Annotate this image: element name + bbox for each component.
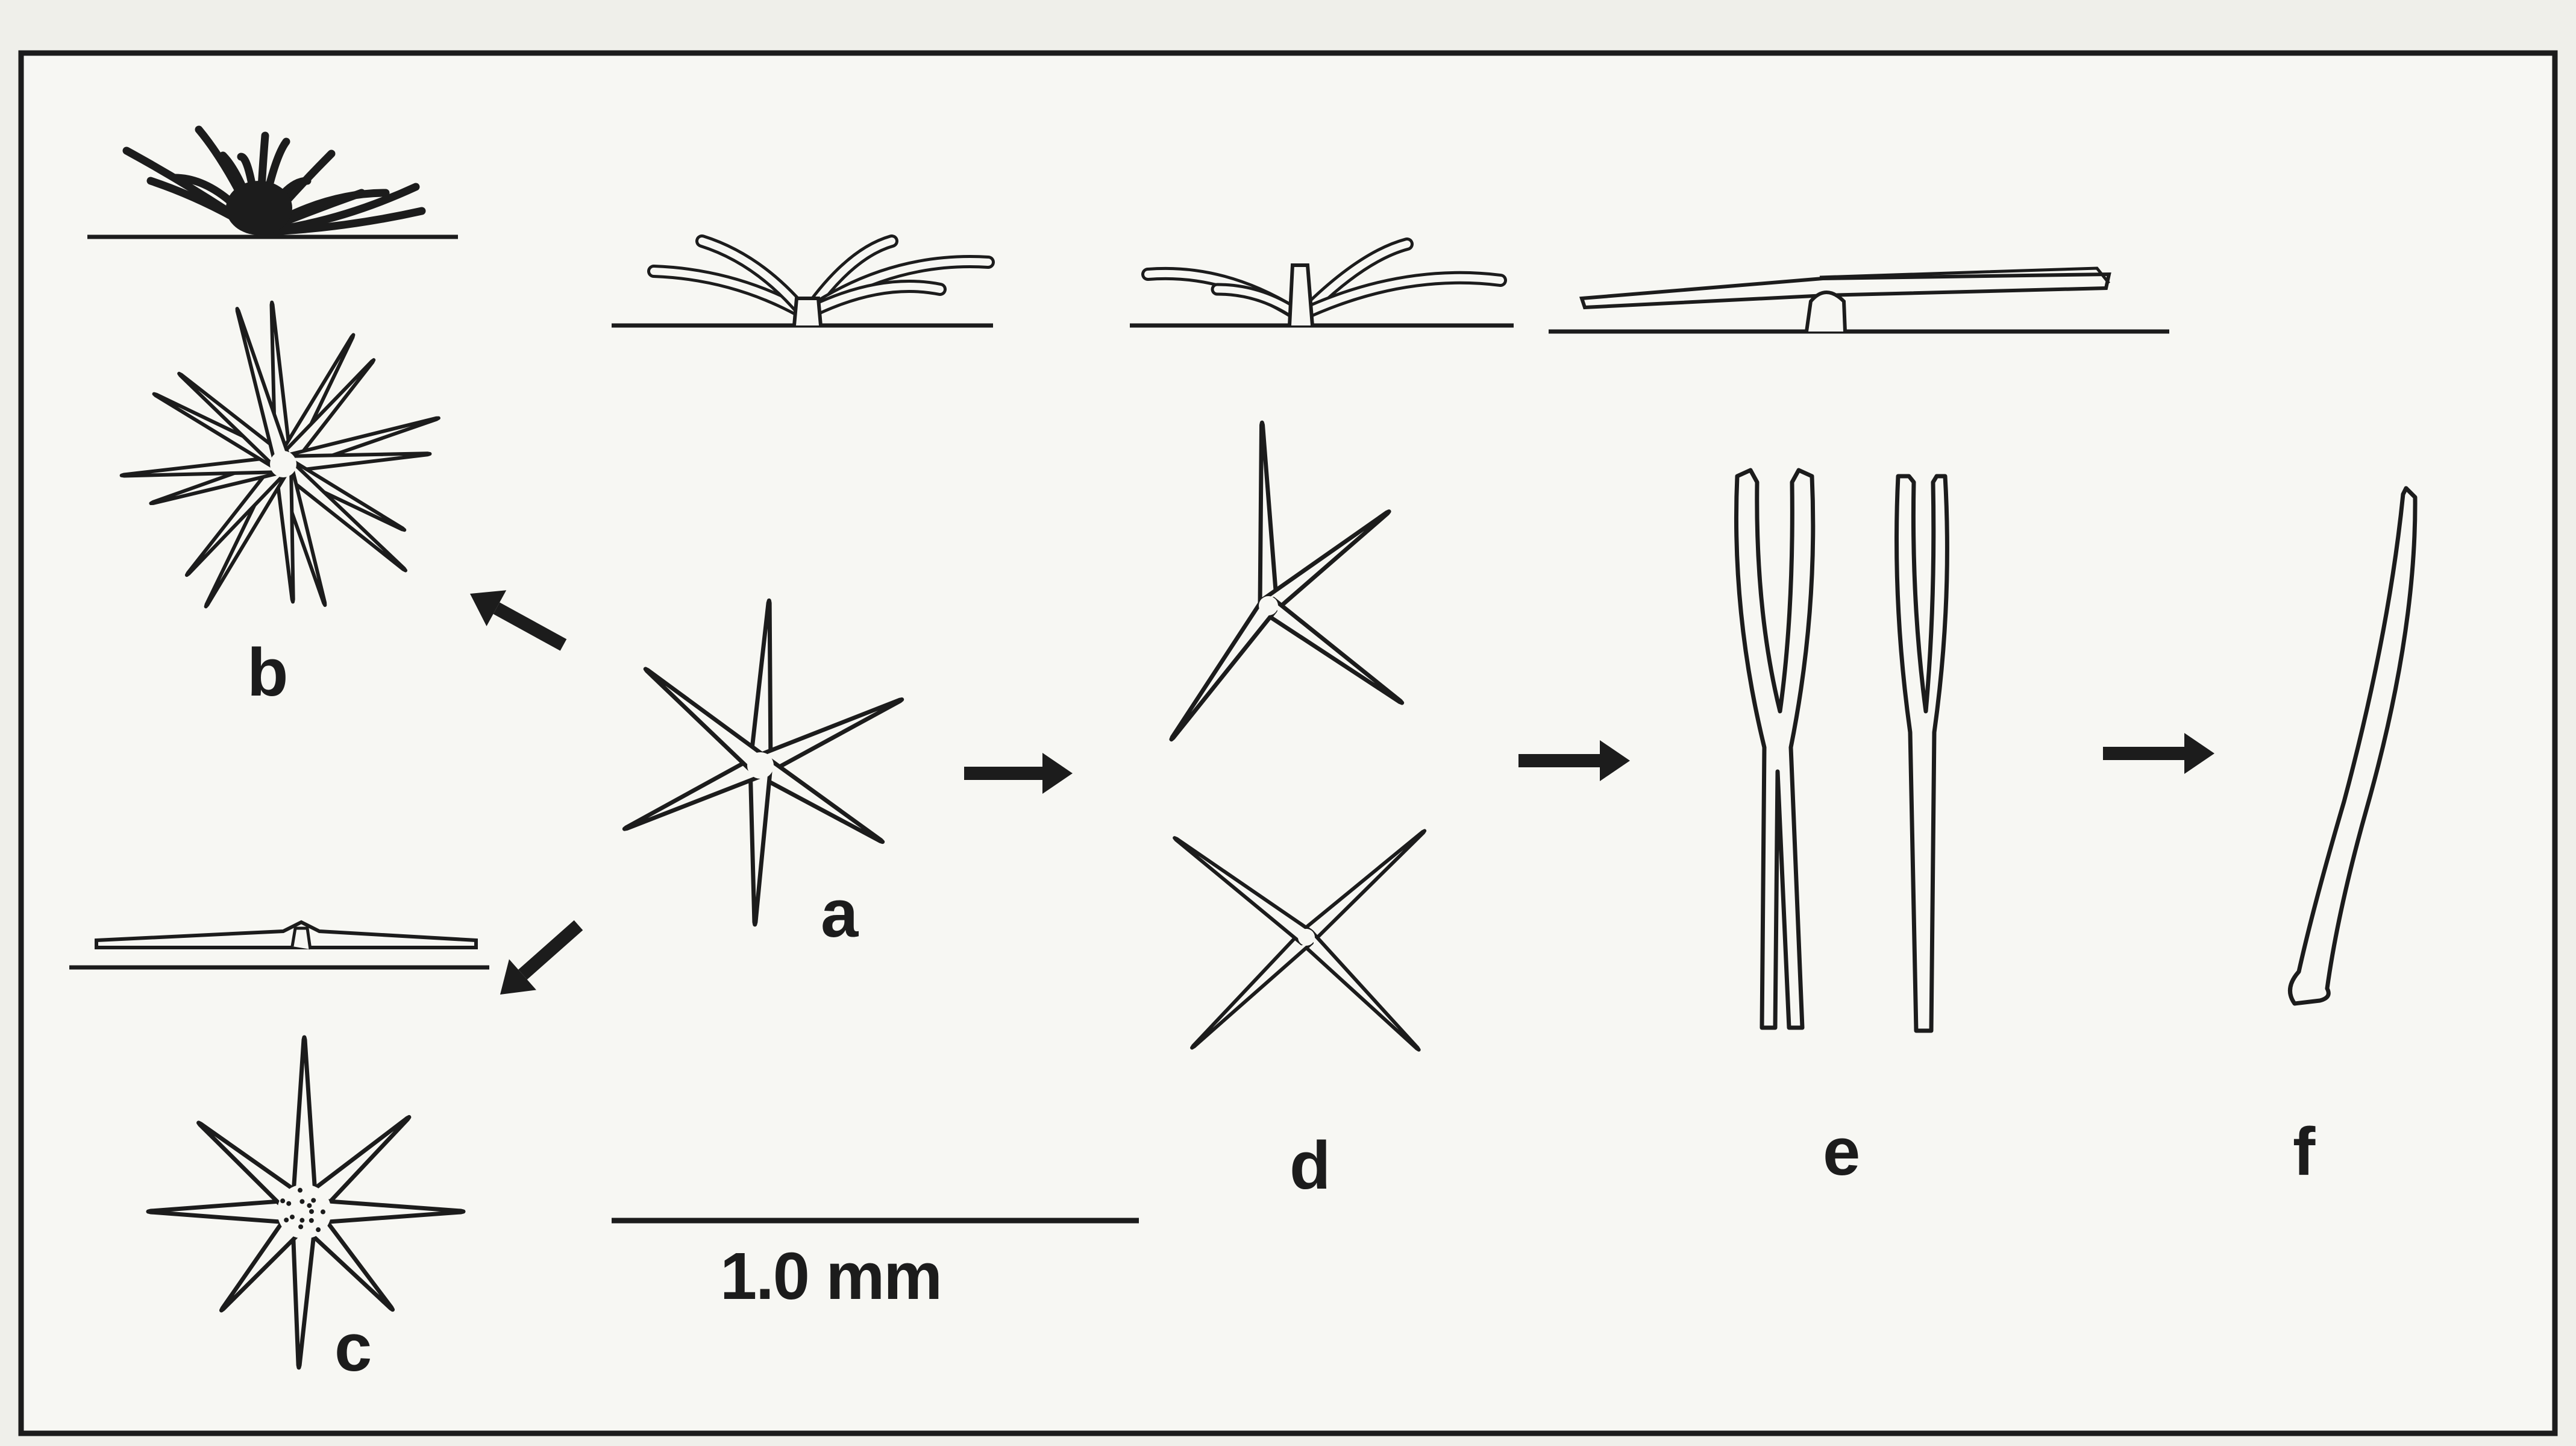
label-f: f xyxy=(2293,1118,2315,1186)
stipple-dot xyxy=(299,1218,304,1223)
trichome-hub xyxy=(747,752,774,779)
label-d: d xyxy=(1290,1132,1330,1199)
scale-bar-label: 1.0 mm xyxy=(720,1243,941,1310)
stipple-dot xyxy=(311,1198,316,1202)
side-stalk xyxy=(794,298,821,325)
panel-border xyxy=(21,53,2555,1433)
side-stalk xyxy=(1807,292,1845,332)
label-c: c xyxy=(334,1314,372,1382)
stipple-dot xyxy=(299,1199,304,1204)
stipple-dot xyxy=(284,1218,289,1222)
tuft-core xyxy=(226,181,292,235)
stipple-dot xyxy=(290,1215,295,1219)
side-stalk xyxy=(1290,265,1312,325)
stipple-dot xyxy=(321,1210,325,1215)
stipple-dot xyxy=(309,1218,314,1223)
label-e: e xyxy=(1823,1118,1860,1186)
stipple-dot xyxy=(280,1198,285,1203)
label-a: a xyxy=(821,880,858,948)
stipple-dot xyxy=(298,1224,303,1229)
stipple-dot xyxy=(286,1201,291,1206)
trichome-hub xyxy=(1298,929,1315,946)
label-b: b xyxy=(247,639,288,706)
stipple-dot xyxy=(307,1203,312,1208)
trichome-hub xyxy=(270,451,296,477)
stipple-dot xyxy=(316,1227,321,1232)
trichome-hub xyxy=(1259,596,1278,615)
stipple-dot xyxy=(298,1188,302,1193)
stipple-dot xyxy=(309,1209,314,1214)
side-stalk xyxy=(292,928,310,949)
